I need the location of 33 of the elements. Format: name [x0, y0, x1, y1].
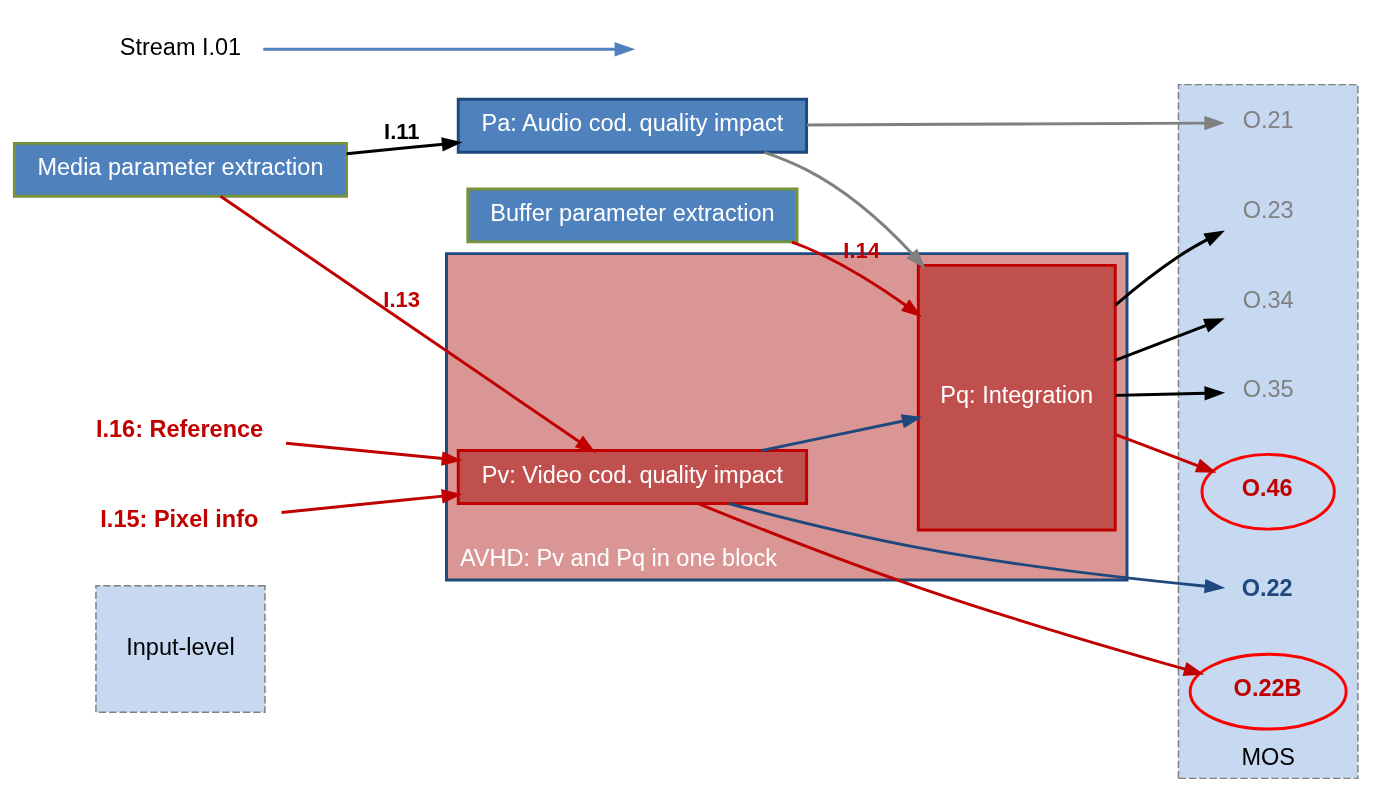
arrow [346, 136, 463, 155]
arrow [1115, 432, 1217, 473]
arrow [806, 115, 1225, 130]
node-text: O.23 [1242, 196, 1294, 223]
arrow [1115, 385, 1226, 400]
node-box: Media parameter extraction [12, 141, 348, 198]
node-text: O.34 [1242, 286, 1294, 313]
node-ellipse: O.46 [1200, 452, 1336, 531]
arrow [281, 488, 463, 514]
arrow [728, 501, 1226, 593]
arrow [263, 41, 636, 57]
node-box: Input-level [95, 584, 266, 713]
arrow [764, 150, 926, 269]
arrow [285, 441, 463, 466]
node-text: I.16: Reference [95, 415, 264, 442]
arrow [697, 501, 1205, 676]
arrow [1115, 317, 1225, 362]
node-box: Pv: Video cod. quality impact [456, 448, 809, 505]
node-box: Pq: Integration [916, 263, 1117, 531]
arrow [761, 413, 923, 452]
node-text: O.35 [1242, 375, 1294, 402]
node-ellipse: O.22B [1188, 652, 1348, 730]
arrow [219, 194, 596, 453]
node-text: O.21 [1242, 106, 1294, 133]
edge-label: I.11 [384, 118, 420, 144]
arrow [791, 240, 922, 317]
node-box: Pa: Audio cod. quality impact [456, 97, 809, 154]
node-text: Stream I.01 [119, 33, 242, 60]
node-text: I.15: Pixel info [100, 505, 259, 532]
arrow [1114, 230, 1225, 306]
edge-label: I.13 [383, 286, 421, 312]
node-text: O.22 [1241, 574, 1293, 601]
node-box: Buffer parameter extraction [466, 187, 799, 243]
